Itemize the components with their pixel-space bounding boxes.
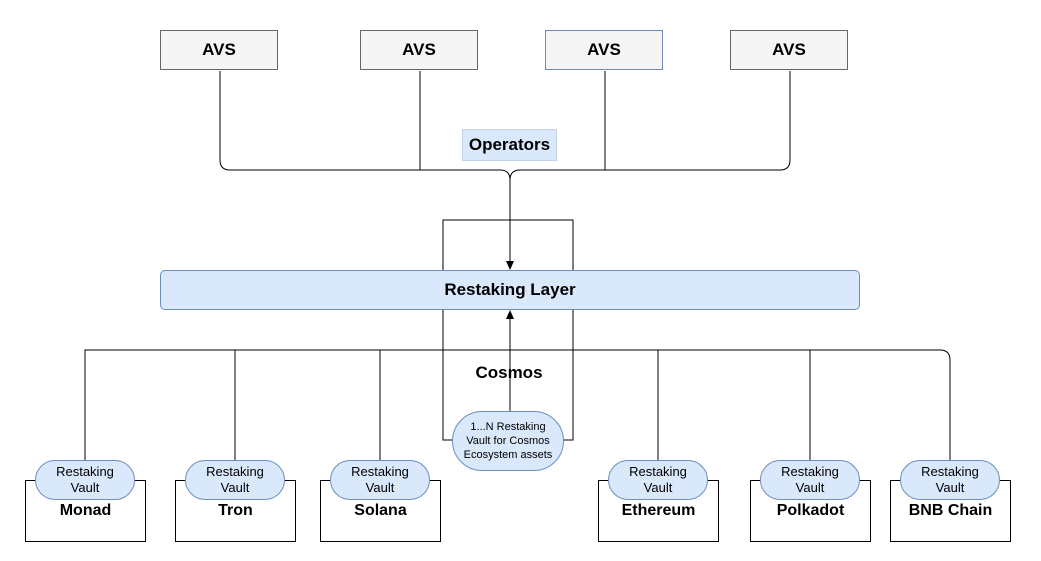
restaking-vault-monad[interactable]: Restaking Vault [35, 460, 135, 500]
chain-name: Ethereum [621, 502, 696, 519]
cosmos-restaking-vault[interactable]: 1...N Restaking Vault for Cosmos Ecosyst… [452, 411, 564, 471]
restaking-vault-polkadot[interactable]: Restaking Vault [760, 460, 860, 500]
restaking-layer[interactable]: Restaking Layer [160, 270, 860, 310]
chain-name: Tron [218, 502, 253, 519]
cosmos-label: Cosmos [475, 363, 543, 382]
chains-bus [84, 349, 951, 480]
avs-box-2[interactable]: AVS [360, 30, 478, 70]
restaking-vault-ethereum[interactable]: Restaking Vault [608, 460, 708, 500]
cosmos-bracket [442, 219, 574, 441]
restaking-vault-bnb-chain[interactable]: Restaking Vault [900, 460, 1000, 500]
chain-name: BNB Chain [908, 502, 993, 519]
avs-box-3[interactable]: AVS [545, 30, 663, 70]
operators-label[interactable]: Operators [462, 129, 557, 161]
restaking-vault-solana[interactable]: Restaking Vault [330, 460, 430, 500]
avs-box-4[interactable]: AVS [730, 30, 848, 70]
avs-box-1[interactable]: AVS [160, 30, 278, 70]
avs-4-connector [509, 71, 791, 181]
chain-name: Polkadot [776, 502, 845, 519]
chain-name: Monad [59, 502, 112, 519]
restaking-vault-tron[interactable]: Restaking Vault [185, 460, 285, 500]
chain-name: Solana [354, 502, 407, 519]
avs-1-connector [219, 71, 511, 181]
